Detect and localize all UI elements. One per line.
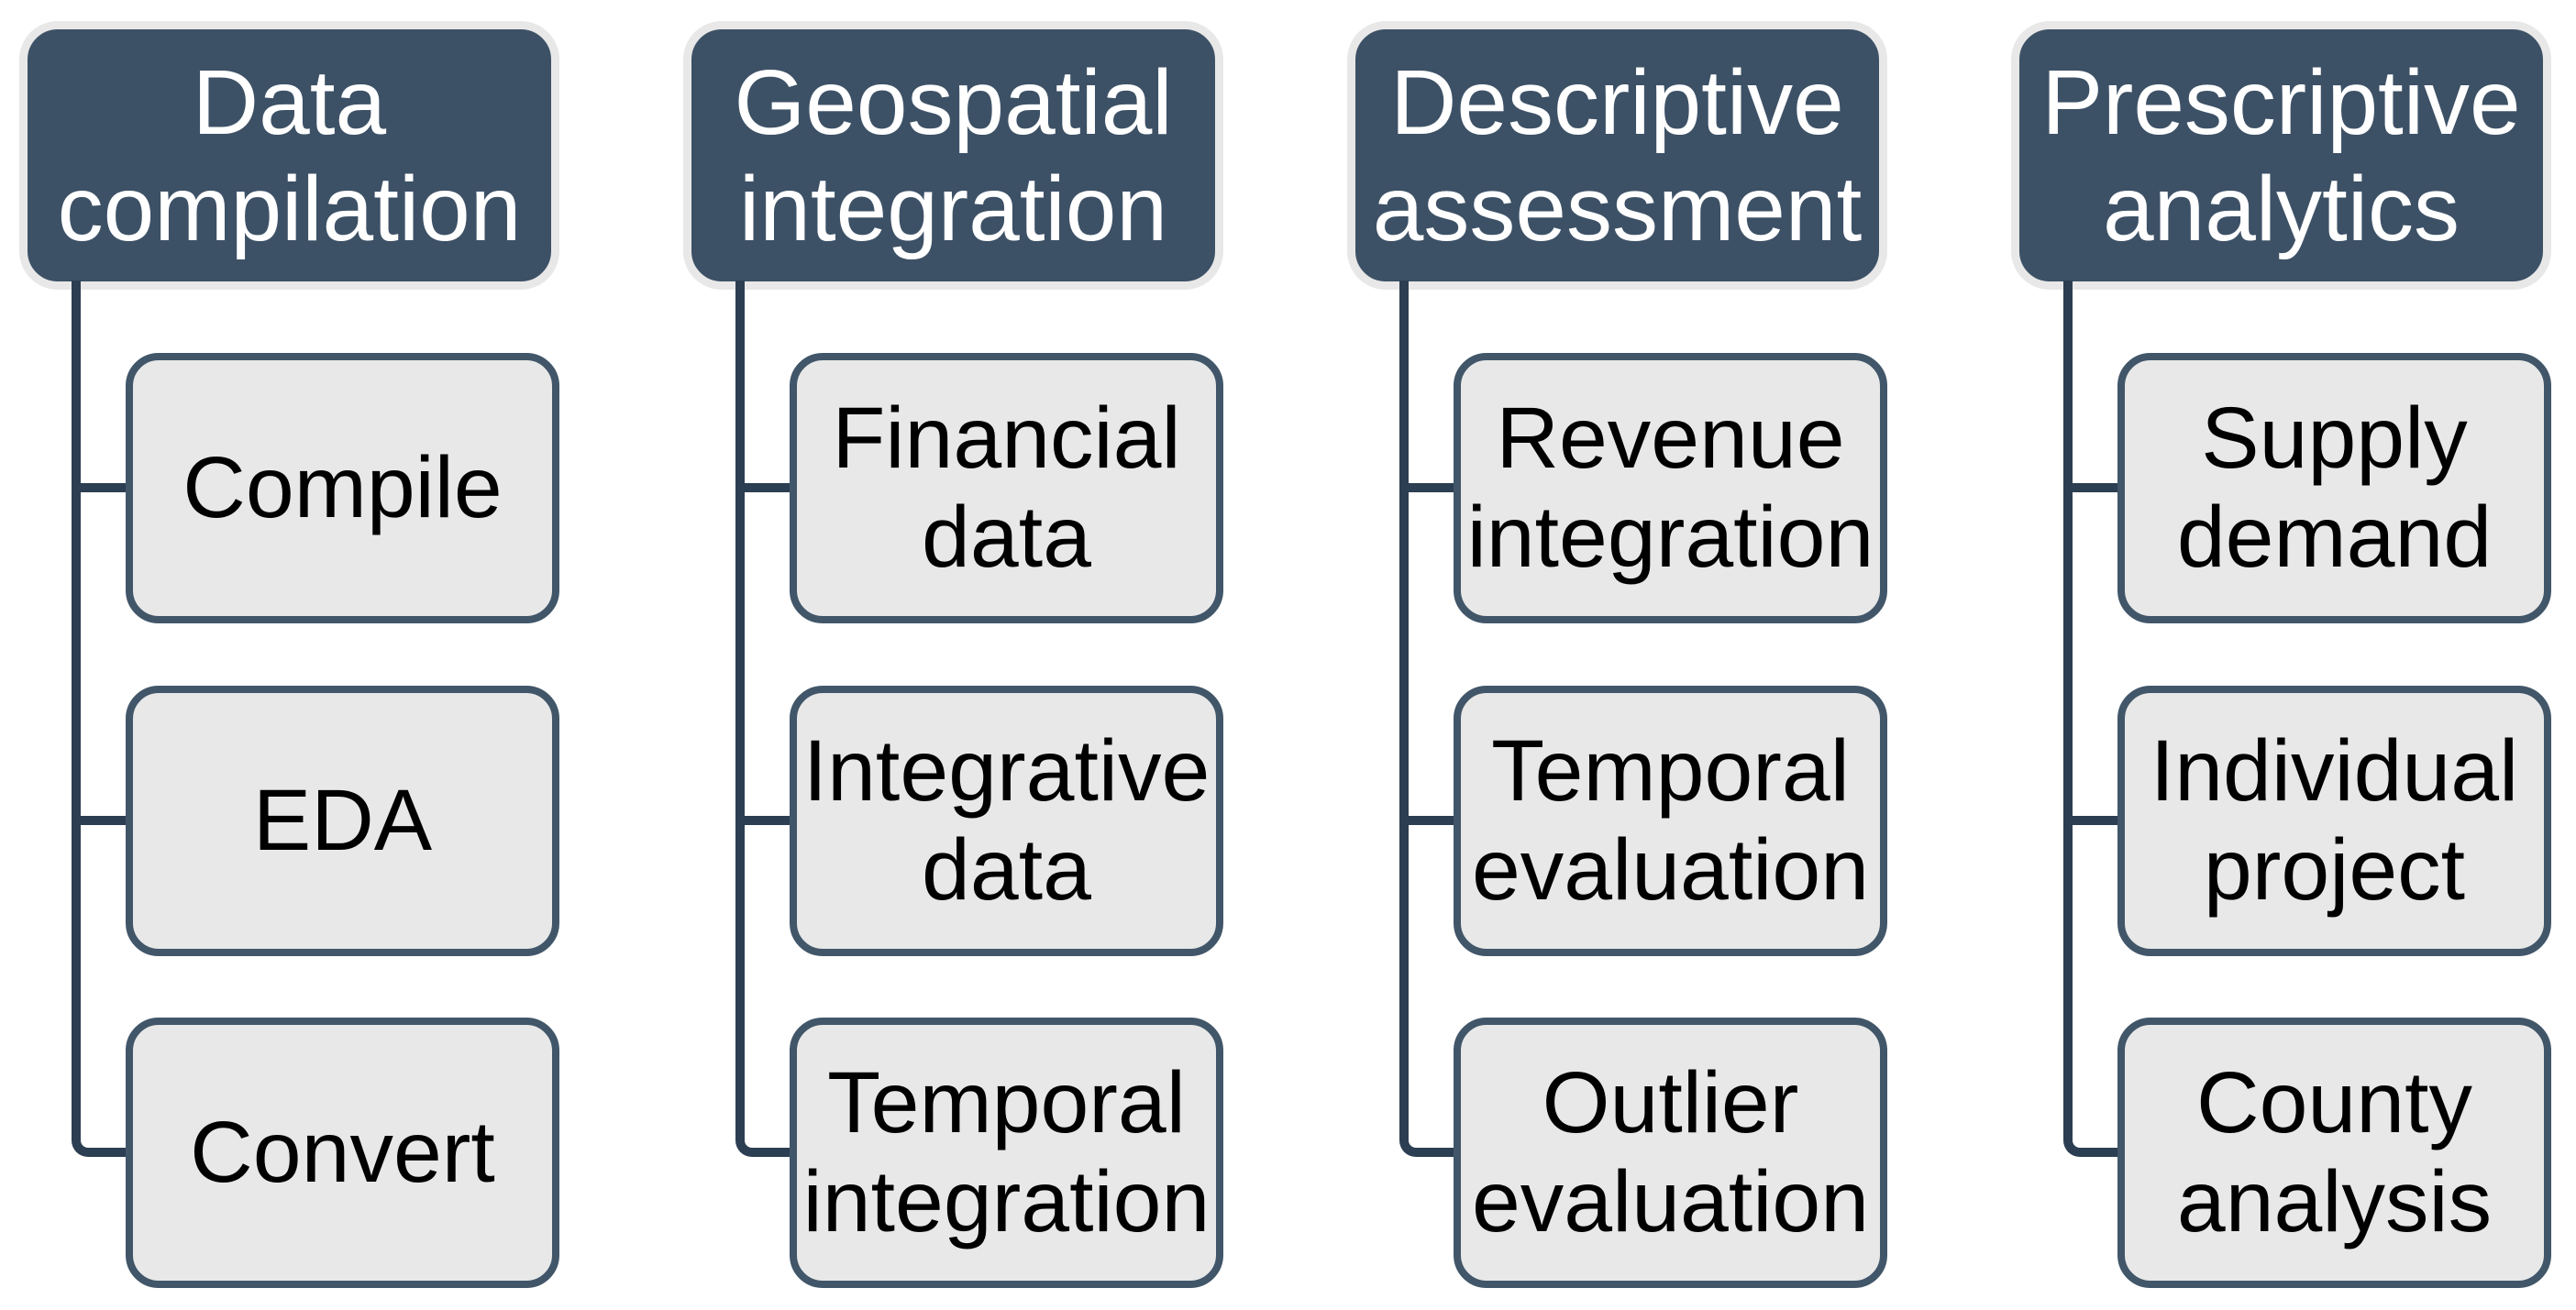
child-node-box: Financial data	[790, 353, 1223, 623]
category-header-box: Prescriptive analytics	[2011, 21, 2551, 290]
connector-branch-line	[740, 816, 791, 825]
diagram-column: Prescriptive analytics Supply demand Ind…	[1992, 0, 2576, 1310]
connector-branch-line	[740, 483, 791, 492]
diagram-column: Geospatial integration Financial data In…	[664, 0, 1328, 1310]
child-node-label: Supply demand	[2176, 390, 2493, 586]
connector-trunk-line	[735, 281, 792, 1157]
category-header-label: Data compilation	[57, 50, 522, 260]
child-node-box: Supply demand	[2117, 353, 2551, 623]
child-node-label: Compile	[182, 438, 503, 536]
child-node-label: Integrative data	[802, 722, 1211, 919]
child-node-box: Outlier evaluation	[1454, 1018, 1887, 1288]
child-node-box: Revenue integration	[1454, 353, 1887, 623]
child-node-box: Individual project	[2117, 686, 2551, 956]
child-node-label: Temporal evaluation	[1471, 722, 1870, 919]
child-node-label: Financial data	[832, 390, 1181, 586]
child-node-label: EDA	[252, 771, 433, 869]
connector-branch-line	[76, 483, 127, 492]
child-node-label: Temporal integration	[802, 1054, 1211, 1250]
child-node-label: Outlier evaluation	[1471, 1054, 1870, 1250]
child-node-box: EDA	[126, 686, 559, 956]
child-node-label: Individual project	[2150, 722, 2519, 919]
category-header-label: Descriptive assessment	[1372, 50, 1863, 260]
child-node-box: Temporal integration	[790, 1018, 1223, 1288]
category-header-box: Descriptive assessment	[1347, 21, 1887, 290]
category-header-label: Prescriptive analytics	[2041, 50, 2521, 260]
connector-branch-line	[76, 816, 127, 825]
child-node-box: Integrative data	[790, 686, 1223, 956]
child-node-label: Revenue integration	[1466, 390, 1874, 586]
diagram-column: Data compilation Compile EDA Convert	[0, 0, 664, 1310]
connector-branch-line	[1404, 816, 1455, 825]
connector-branch-line	[2068, 816, 2119, 825]
connector-branch-line	[1404, 483, 1455, 492]
category-header-box: Data compilation	[19, 21, 559, 290]
connector-trunk-line	[2063, 281, 2120, 1157]
category-header-label: Geospatial integration	[734, 50, 1173, 260]
diagram-column: Descriptive assessment Revenue integrati…	[1328, 0, 1992, 1310]
connector-trunk-line	[1399, 281, 1456, 1157]
connector-trunk-line	[72, 281, 128, 1157]
child-node-box: Compile	[126, 353, 559, 623]
connector-branch-line	[2068, 483, 2119, 492]
category-header-box: Geospatial integration	[683, 21, 1223, 290]
child-node-box: County analysis	[2117, 1018, 2551, 1288]
child-node-box: Temporal evaluation	[1454, 686, 1887, 956]
child-node-box: Convert	[126, 1018, 559, 1288]
child-node-label: Convert	[190, 1103, 495, 1201]
child-node-label: County analysis	[2176, 1054, 2493, 1250]
